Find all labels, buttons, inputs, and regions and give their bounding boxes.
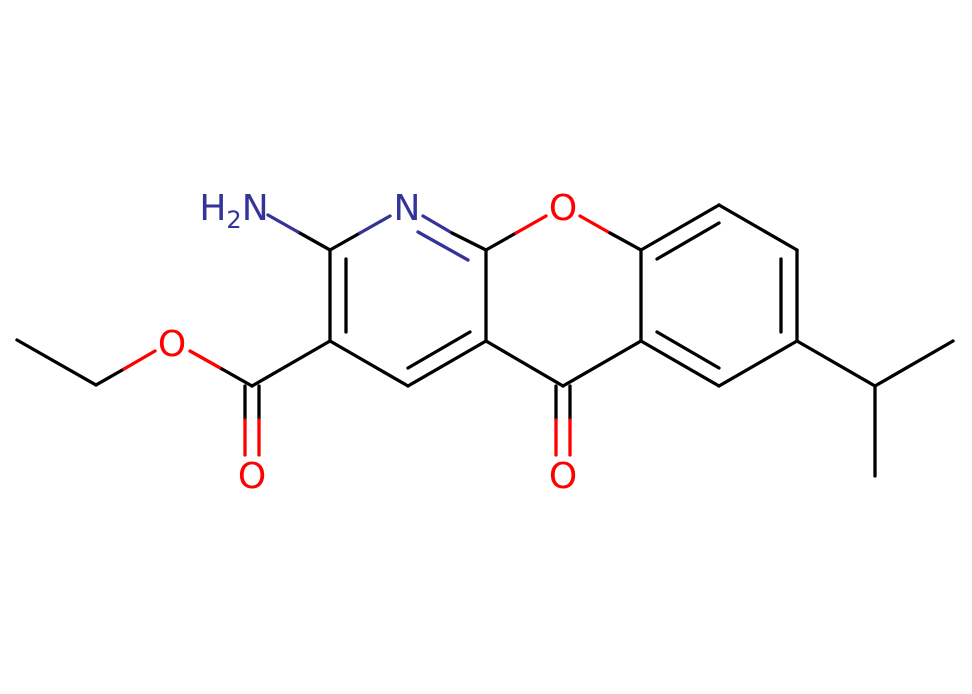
bond-ring-ch — [795, 339, 877, 388]
ester-group — [188, 339, 332, 457]
benzene-ring — [639, 203, 799, 388]
amino-label: H2N — [199, 188, 268, 234]
bond-n-c8a-inner — [416, 230, 470, 262]
bond-c4-c4b — [639, 339, 721, 388]
bond-c8a-o — [484, 231, 518, 252]
bond-n-c8a-black — [450, 231, 488, 252]
pyridine-ring — [328, 214, 488, 388]
ethyl-chain — [15, 338, 157, 387]
ring-nitrogen-label: N — [394, 188, 421, 229]
bond-c2-n-black — [328, 231, 362, 252]
bond-c4-c3 — [328, 339, 410, 388]
ring-oxygen-label: O — [549, 188, 577, 229]
bond-carbonylc-ring — [250, 339, 332, 388]
bond-o-carbonylc — [220, 367, 254, 388]
bond-c2-nh2 — [296, 230, 332, 252]
bond-o-carbonylc-red — [188, 349, 224, 371]
bond-ch2-o — [94, 367, 126, 387]
bond-c2-nh2-blue — [266, 213, 300, 234]
bond-c4a-c4-inner — [406, 330, 472, 370]
pyranone-ring — [484, 214, 643, 457]
bond-c10a-c1 — [639, 203, 721, 252]
bond-c4-c4b-inner — [655, 330, 721, 370]
ester-carbonyl-oxygen-label: O — [238, 456, 266, 497]
bond-c10a-c1-inner — [655, 221, 721, 261]
bond-ch3-ch2 — [15, 338, 98, 387]
ester-oxygen-label: O — [158, 324, 186, 365]
bond-c2-n — [358, 214, 392, 235]
bond-c3-c4 — [717, 339, 799, 388]
bond-c8a-o-red — [514, 214, 548, 235]
ketone-oxygen-label: O — [549, 456, 577, 497]
bond-o-c10a — [608, 231, 643, 252]
isopropyl-group — [795, 339, 955, 478]
bond-o-c10a-red — [578, 214, 612, 235]
bond-n-c8a — [421, 214, 454, 235]
bond-c1-c2 — [717, 203, 799, 252]
bond-c4a-c4 — [406, 339, 488, 388]
bond-c9-c4a — [484, 339, 565, 388]
bond-ch-ch3-top — [873, 339, 955, 388]
bond-c4b-c9 — [561, 339, 643, 388]
bond-ch2-o-red — [122, 349, 157, 371]
